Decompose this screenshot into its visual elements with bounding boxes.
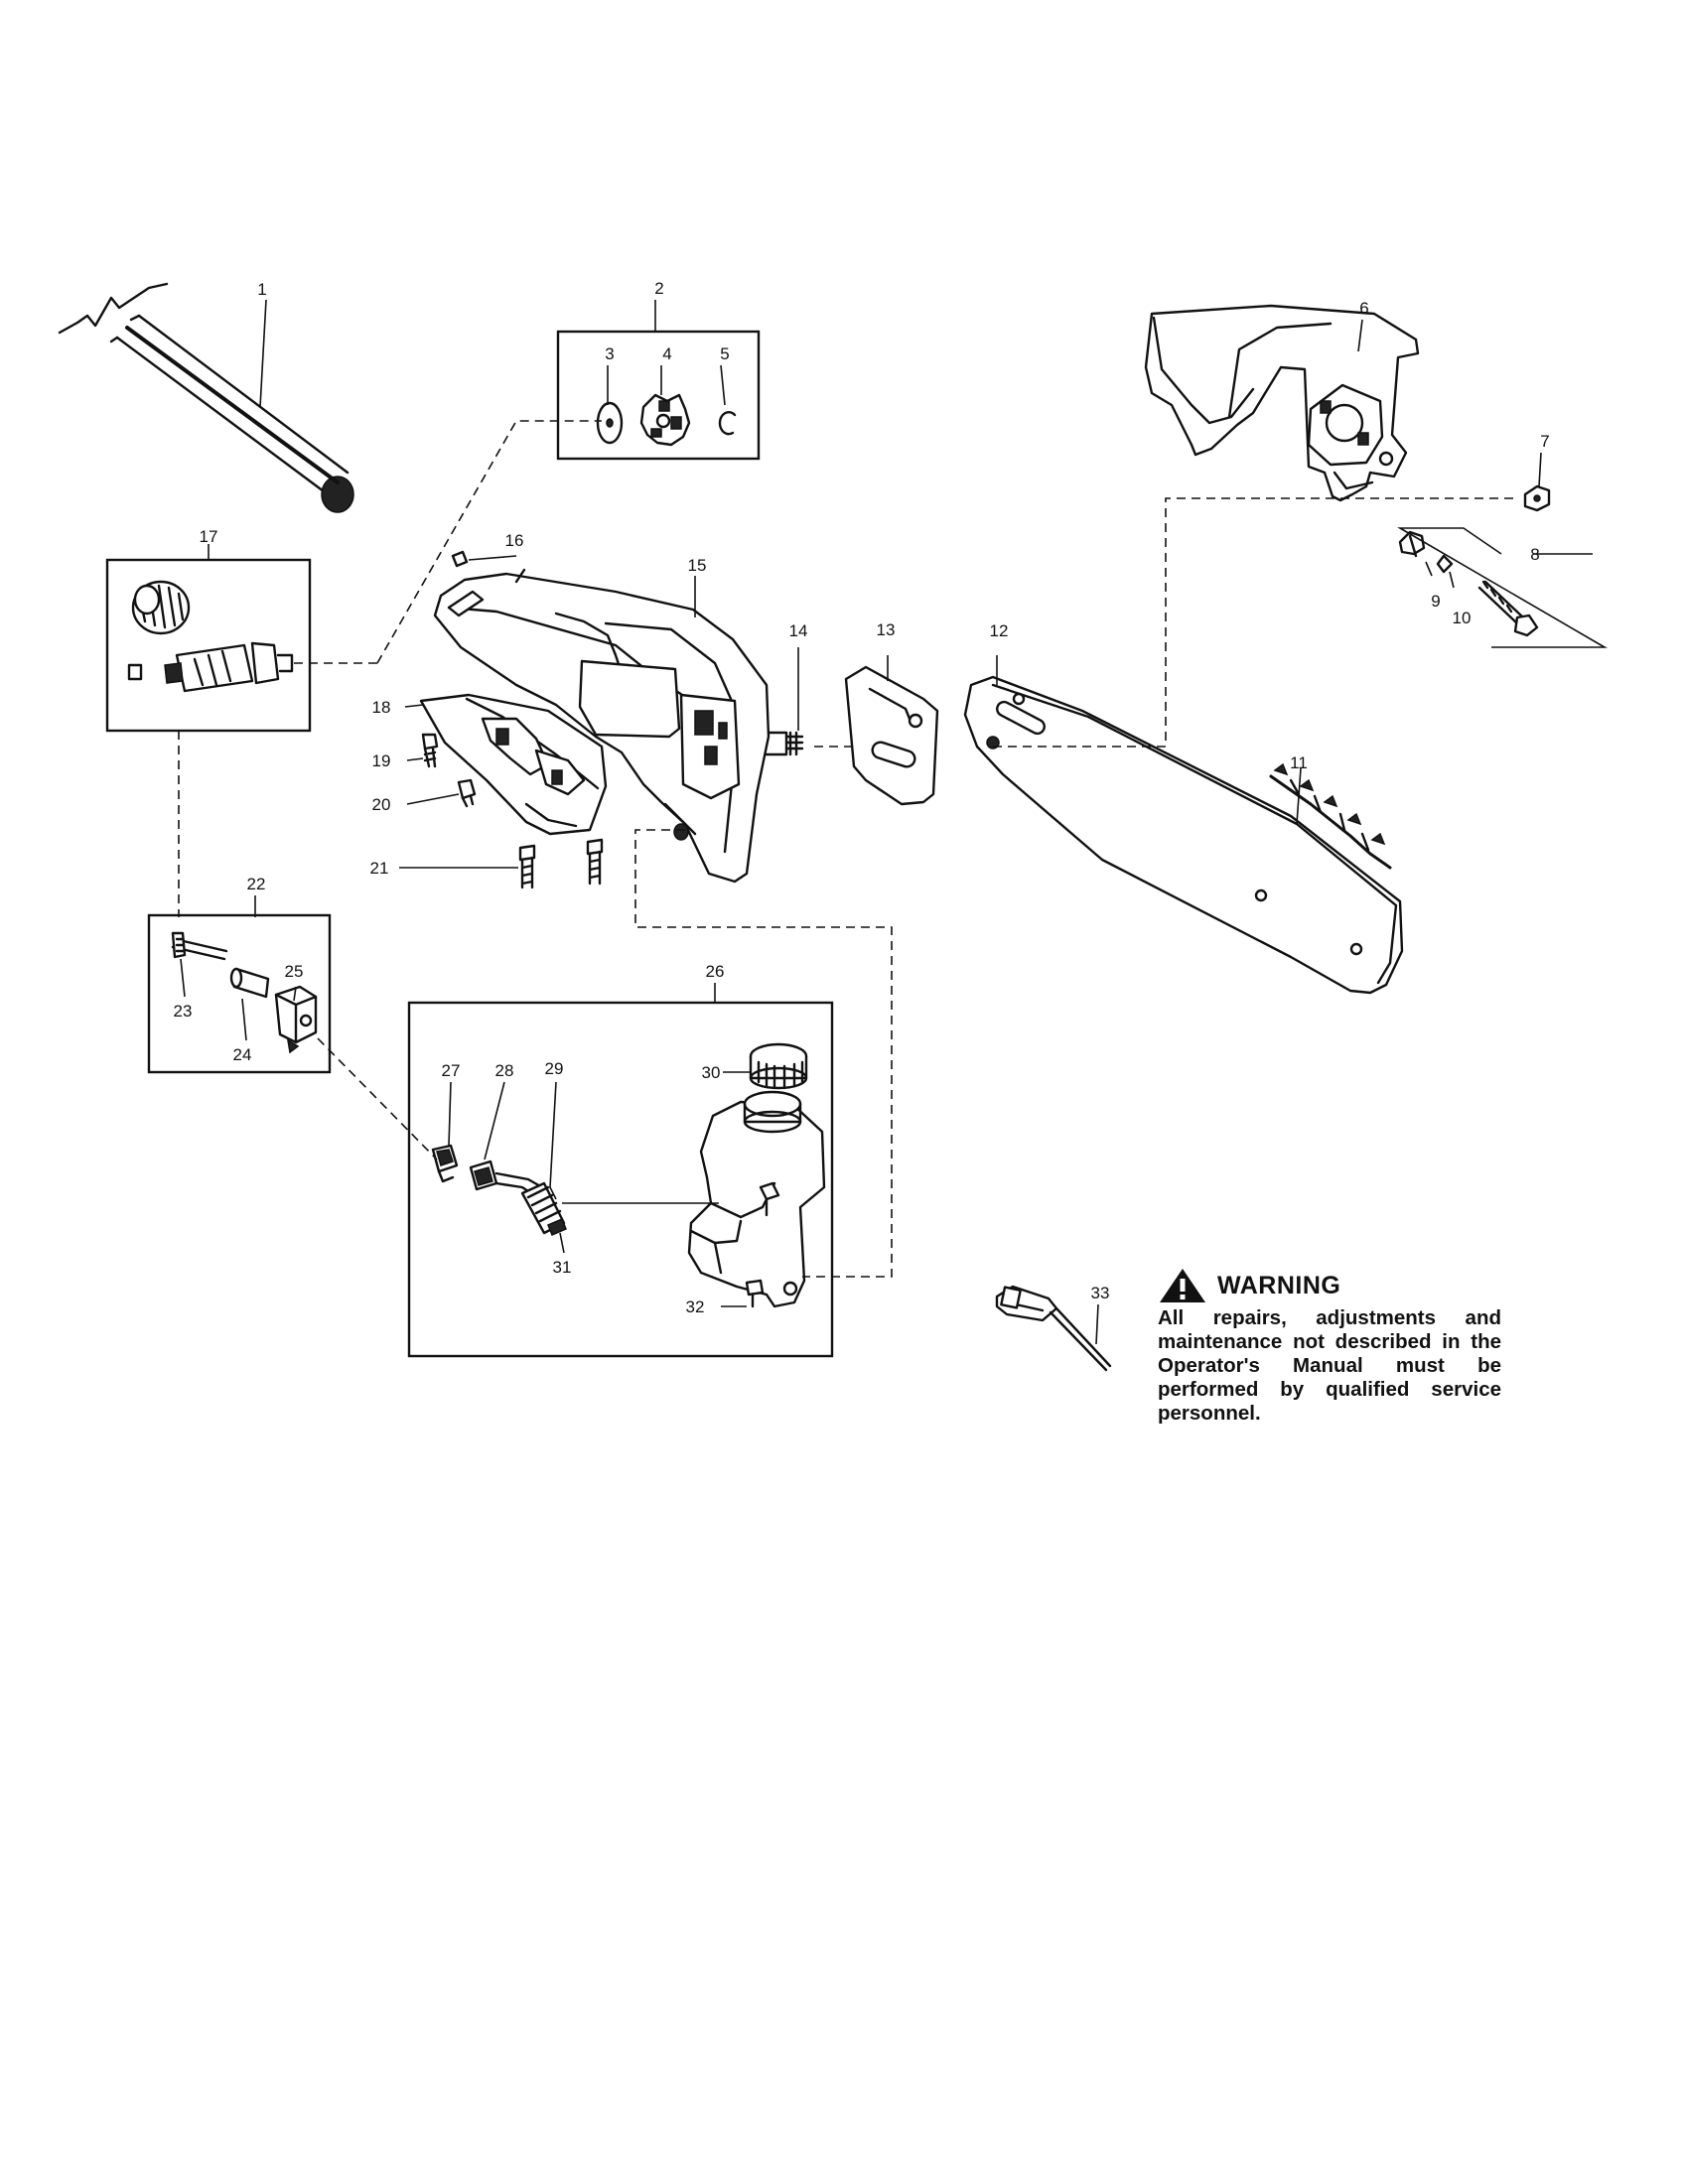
part-27-fitting: [431, 1144, 459, 1183]
callout-8: 8: [1530, 545, 1539, 564]
callout-15: 15: [688, 556, 707, 575]
part-21-screw-b: [586, 838, 604, 886]
part-13-bar-plate: [844, 665, 939, 806]
callout-13: 13: [877, 620, 896, 639]
callout-32: 32: [686, 1297, 705, 1316]
part-18-lower-cover: [419, 693, 608, 836]
part-21-screw-a: [518, 844, 536, 889]
warning-header: WARNING: [1158, 1267, 1501, 1304]
callout-labels: 1 2 3 4 5 6 7 8 9 10 11 12 13 14 15 16 1…: [174, 279, 1550, 1316]
callout-2: 2: [654, 279, 663, 298]
warning-notice: WARNING All repairs, adjustments and mai…: [1158, 1267, 1501, 1426]
leader-lines: [180, 299, 1608, 1345]
gear-shaft-assembly: [127, 641, 294, 693]
part-14-stud: [763, 731, 804, 756]
callout-24: 24: [233, 1045, 252, 1064]
part-5-e-ring: [718, 410, 737, 436]
callout-19: 19: [372, 751, 391, 770]
callout-14: 14: [789, 621, 808, 640]
callout-25: 25: [285, 962, 304, 981]
part-32-screw: [745, 1279, 765, 1308]
callout-12: 12: [990, 621, 1009, 640]
callout-7: 7: [1540, 432, 1549, 451]
callout-26: 26: [706, 962, 725, 981]
part-33-scrench: [995, 1285, 1112, 1372]
part-6-chain-cover: [1144, 304, 1420, 502]
warning-text: All repairs, adjustments and maintenance…: [1158, 1306, 1501, 1425]
part-16-screw: [451, 550, 526, 584]
callout-21: 21: [370, 859, 389, 878]
warning-title: WARNING: [1217, 1271, 1341, 1299]
callout-31: 31: [553, 1258, 572, 1277]
part-4-sprocket: [639, 393, 691, 447]
callout-10: 10: [1453, 609, 1472, 627]
part-17-gear-kit-box: [105, 558, 312, 733]
callout-1: 1: [257, 280, 266, 299]
part-11-saw-chain: [1269, 762, 1392, 870]
part-30-oil-cap: [749, 1042, 808, 1090]
oil-tank: [687, 1090, 826, 1308]
callout-29: 29: [545, 1059, 564, 1078]
callout-30: 30: [702, 1063, 721, 1082]
part-26-oil-tank-kit-box: [407, 1001, 834, 1358]
part-31-filter: [520, 1181, 567, 1236]
part-10-washer: [1436, 554, 1454, 574]
part-1-drive-shaft-tube: [58, 282, 354, 513]
gear-upper: [131, 580, 191, 635]
callout-27: 27: [442, 1061, 461, 1080]
part-22-oiler-kit-box: [147, 913, 332, 1074]
callout-5: 5: [720, 344, 729, 363]
callout-16: 16: [505, 531, 524, 550]
callout-33: 33: [1091, 1284, 1110, 1302]
callout-28: 28: [495, 1061, 514, 1080]
part-19-screw: [421, 733, 439, 768]
callout-20: 20: [372, 795, 391, 814]
callout-6: 6: [1359, 299, 1368, 318]
part-12-guide-bar: [963, 675, 1404, 995]
callout-18: 18: [372, 698, 391, 717]
callout-22: 22: [247, 875, 266, 893]
callout-23: 23: [174, 1002, 193, 1021]
callout-4: 4: [662, 344, 671, 363]
part-8-adjusting-screw: [1477, 580, 1539, 637]
part-9-adjusting-screw-nut: [1398, 530, 1426, 558]
warning-triangle-icon: [1160, 1269, 1205, 1302]
callout-17: 17: [200, 527, 218, 546]
part-25-oiler-block: [274, 985, 318, 1054]
assembly-dashed-lines: [178, 420, 1517, 1278]
part-20-screw: [457, 778, 477, 808]
part-23-oiler-shaft: [171, 931, 228, 961]
callout-9: 9: [1431, 592, 1440, 611]
part-3-washer: [596, 401, 624, 445]
part-2-sprocket-kit-box: [556, 330, 761, 461]
part-15-gearbox-housing: [433, 572, 771, 884]
part-24-sleeve: [229, 967, 270, 999]
part-28-pickup: [469, 1160, 498, 1191]
callout-11: 11: [1290, 753, 1308, 772]
callout-3: 3: [605, 344, 614, 363]
part-7-nut: [1523, 484, 1551, 512]
